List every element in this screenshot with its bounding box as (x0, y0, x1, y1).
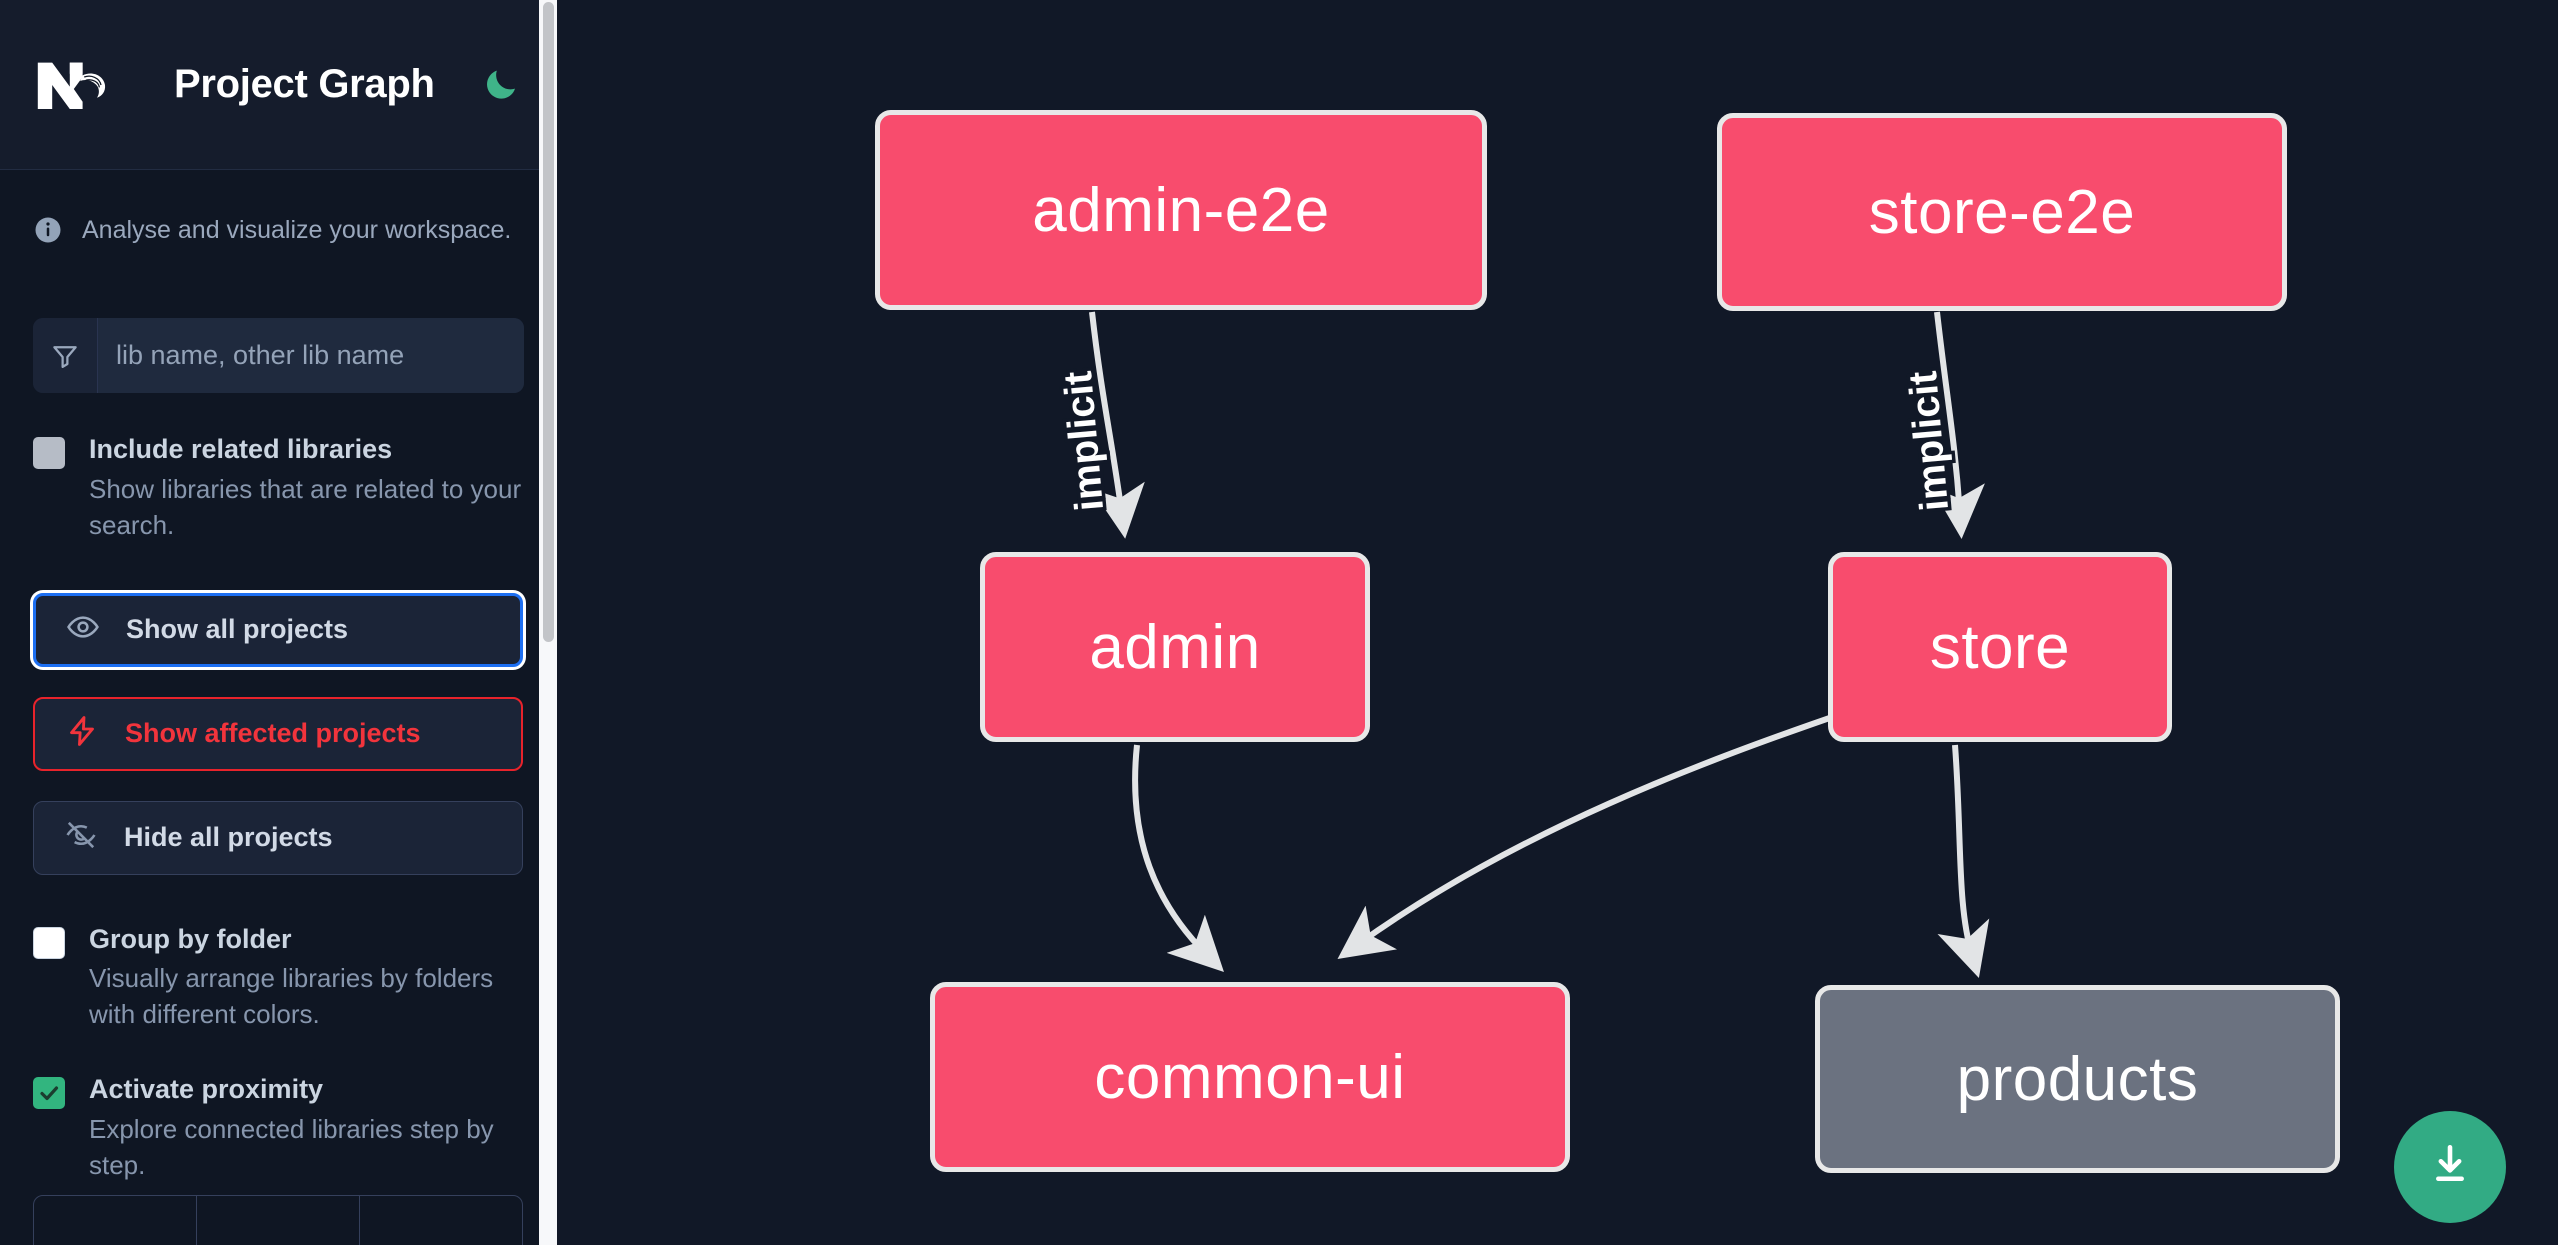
download-graph-button[interactable] (2394, 1111, 2506, 1223)
node-label: common-ui (1094, 1042, 1406, 1112)
button-label: Show all projects (126, 614, 349, 644)
node-label: admin (1089, 612, 1261, 682)
node-label: admin-e2e (1032, 175, 1330, 245)
sidebar-scrollbar[interactable] (539, 0, 557, 1245)
edge-store-common-ui (1337, 709, 1848, 960)
option-group-by-folder[interactable]: Group by folder Visually arrange librari… (33, 923, 524, 1034)
graph-node-store[interactable]: store (1828, 552, 2172, 742)
sidebar-header: Project Graph (0, 0, 557, 170)
option-description: Show libraries that are related to your … (89, 473, 522, 540)
edge-admin-e2e-admin (1089, 311, 1145, 539)
sidebar: Project Graph Analyse and visualize your… (0, 0, 557, 1245)
nx-logo-icon (33, 53, 129, 117)
sidebar-scrollbar-thumb[interactable] (543, 2, 554, 642)
tagline: Analyse and visualize your workspace. (33, 170, 524, 245)
eye-off-icon (64, 818, 98, 857)
node-label: store-e2e (1868, 177, 2136, 247)
hide-all-projects-button[interactable]: Hide all projects (33, 800, 523, 875)
download-icon (2425, 1140, 2475, 1195)
button-label: Show affected projects (125, 718, 421, 748)
graph-node-admin[interactable]: admin (980, 552, 1370, 742)
segment-1[interactable] (34, 1196, 197, 1245)
edge-store-products (1937, 744, 1990, 978)
show-affected-projects-button[interactable]: Show affected projects (33, 696, 523, 771)
eye-icon (66, 610, 100, 649)
graph-canvas[interactable]: implicit implicit admin-e2e store-e2e ad… (557, 0, 2558, 1245)
node-label: products (1956, 1044, 2199, 1114)
graph-edges: implicit implicit (1053, 311, 1990, 978)
edge-store-e2e-store (1931, 311, 1985, 539)
segmented-control-partial[interactable] (33, 1195, 523, 1245)
segment-2[interactable] (197, 1196, 360, 1245)
option-label: Include related libraries (89, 434, 393, 464)
button-label: Hide all projects (124, 822, 333, 852)
option-activate-proximity[interactable]: Activate proximity Explore connected lib… (33, 1073, 524, 1184)
edge-admin-common-ui (1132, 744, 1224, 972)
graph-node-store-e2e[interactable]: store-e2e (1717, 113, 2287, 311)
graph-node-products[interactable]: products (1815, 985, 2340, 1173)
filter-row (33, 318, 524, 393)
graph-node-admin-e2e[interactable]: admin-e2e (875, 110, 1487, 310)
option-description: Explore connected libraries step by step… (89, 1113, 494, 1180)
sidebar-body: Analyse and visualize your workspace. In… (0, 170, 557, 1245)
segment-3[interactable] (360, 1196, 522, 1245)
tagline-text: Analyse and visualize your workspace. (82, 215, 512, 244)
option-label: Activate proximity (89, 1074, 324, 1104)
moon-icon[interactable] (477, 62, 523, 108)
node-label: store (1929, 612, 2071, 682)
show-all-projects-button[interactable]: Show all projects (33, 592, 523, 667)
search-input[interactable] (98, 318, 524, 393)
checkbox-include-related-libraries[interactable] (33, 437, 65, 469)
checkbox-group-by-folder[interactable] (33, 926, 65, 959)
checkbox-activate-proximity[interactable] (33, 1077, 65, 1109)
page-title: Project Graph (174, 62, 435, 106)
info-icon (33, 215, 63, 245)
funnel-icon (33, 318, 98, 393)
option-label: Group by folder (89, 923, 292, 954)
graph-node-common-ui[interactable]: common-ui (930, 982, 1570, 1172)
option-include-related-libraries[interactable]: Include related libraries Show libraries… (33, 433, 524, 544)
lightning-bolt-icon (65, 714, 99, 753)
option-description: Visually arrange libraries by folders wi… (89, 963, 494, 1030)
